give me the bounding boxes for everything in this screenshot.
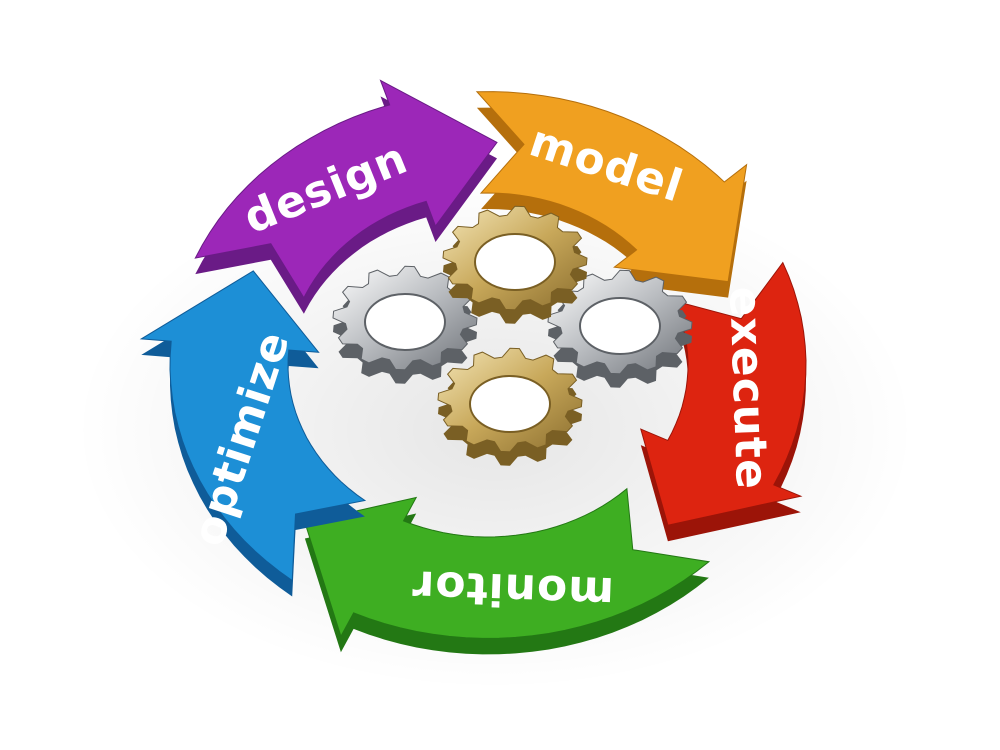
arrow-top-monitor [304,487,711,639]
arrow-top-model [475,91,748,283]
stage-label-monitor: monitor [411,560,615,618]
cycle-arrow-execute: execute [640,261,807,542]
cycle-arrow-monitor: monitor [304,487,711,655]
cycle-arrow-design: design [194,79,498,314]
gear-gold-top-hole [474,233,556,291]
gear-silver-left [332,265,478,384]
center-gears [332,205,693,466]
gear-gold-top [442,205,588,324]
gear-silver-left-hole [364,293,446,351]
cycle-arrow-optimize: optimize [139,270,367,597]
gear-silver-right [547,269,693,388]
gear-gold-bottom-hole [469,375,551,433]
gear-gold-bottom [437,347,583,466]
stage-label-execute: execute [719,286,777,491]
arrow-top-design [194,79,498,299]
arrow-top-optimize [139,270,367,582]
gear-silver-right-hole [579,297,661,355]
